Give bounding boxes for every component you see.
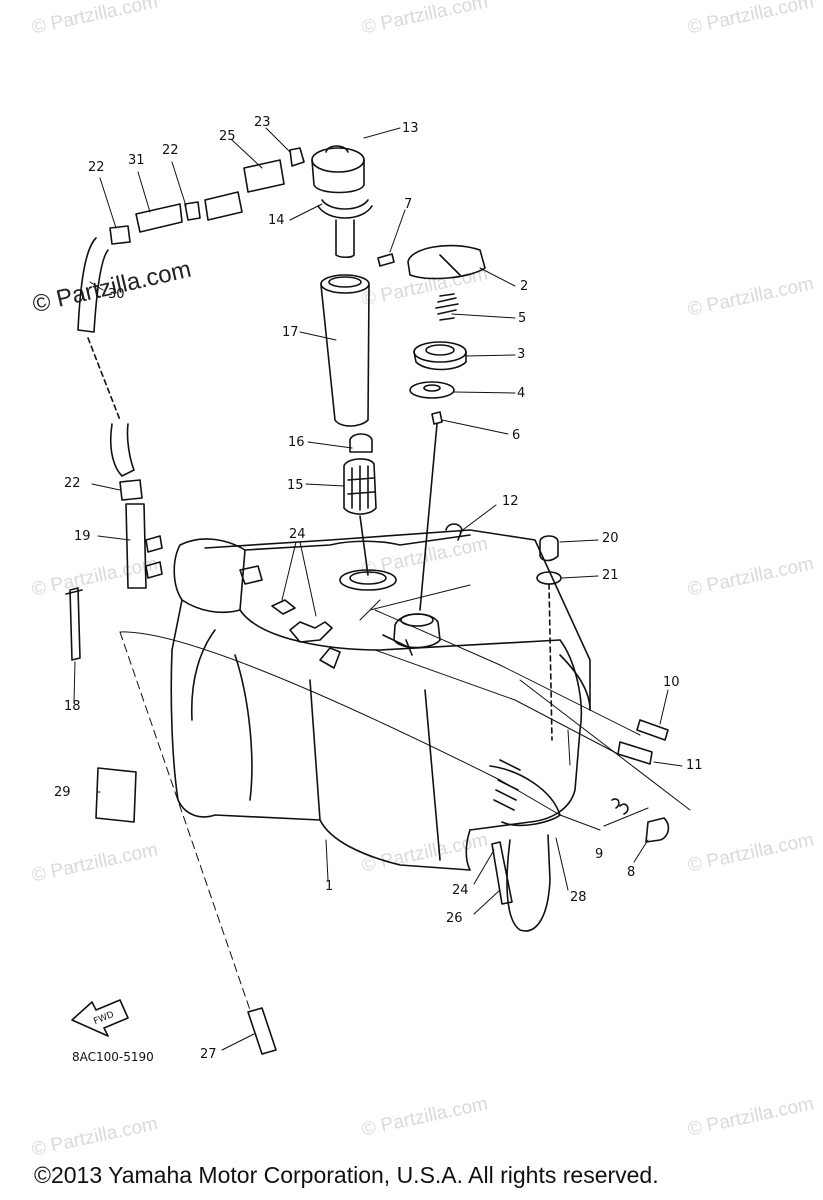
callout-18: 18 — [64, 699, 81, 714]
callout-23: 23 — [254, 115, 271, 130]
callout-1: 1 — [325, 879, 334, 894]
diagram-code: 8AC100-5190 — [72, 1050, 154, 1064]
callout-5: 5 — [518, 311, 527, 326]
callout-31: 31 — [128, 153, 145, 168]
callout-7: 7 — [404, 197, 413, 212]
filler-tube — [320, 274, 370, 427]
callout-26: 26 — [446, 911, 463, 926]
callout-24b: 24 — [452, 883, 469, 898]
filler-cap — [311, 145, 373, 259]
callout-29: 29 — [54, 785, 71, 800]
fuel-filter — [343, 433, 377, 576]
callout-4: 4 — [517, 386, 526, 401]
callout-19: 19 — [74, 529, 91, 544]
callout-30: 30 — [108, 287, 125, 302]
callout-17: 17 — [282, 325, 299, 340]
callout-22c: 22 — [64, 476, 81, 491]
fuel-tank — [170, 529, 591, 932]
callout-13: 13 — [402, 121, 419, 136]
callout-10: 10 — [663, 675, 680, 690]
fwd-arrow: FWD — [71, 999, 129, 1037]
callout-25: 25 — [219, 129, 236, 144]
callout-3: 3 — [517, 347, 526, 362]
callout-15: 15 — [287, 478, 304, 493]
callout-28: 28 — [570, 890, 587, 905]
callout-leaders — [73, 127, 683, 1051]
callout-20: 20 — [602, 531, 619, 546]
callout-11: 11 — [686, 758, 703, 773]
callout-21: 21 — [602, 568, 619, 583]
reference-lines — [119, 584, 691, 1011]
callout-22b: 22 — [162, 143, 179, 158]
copyright-notice: ©2013 Yamaha Motor Corporation, U.S.A. A… — [34, 1162, 659, 1188]
callout-27: 27 — [200, 1047, 217, 1062]
callout-16: 16 — [288, 435, 305, 450]
callout-14: 14 — [268, 213, 285, 228]
vent-hoses — [65, 147, 305, 661]
gauge-parts — [377, 244, 486, 611]
callout-8: 8 — [627, 865, 636, 880]
callout-24a: 24 — [289, 527, 306, 542]
callout-6: 6 — [512, 428, 521, 443]
callout-22a: 22 — [88, 160, 105, 175]
callout-12: 12 — [502, 494, 519, 509]
callout-9: 9 — [595, 847, 604, 862]
callout-2: 2 — [520, 279, 529, 294]
